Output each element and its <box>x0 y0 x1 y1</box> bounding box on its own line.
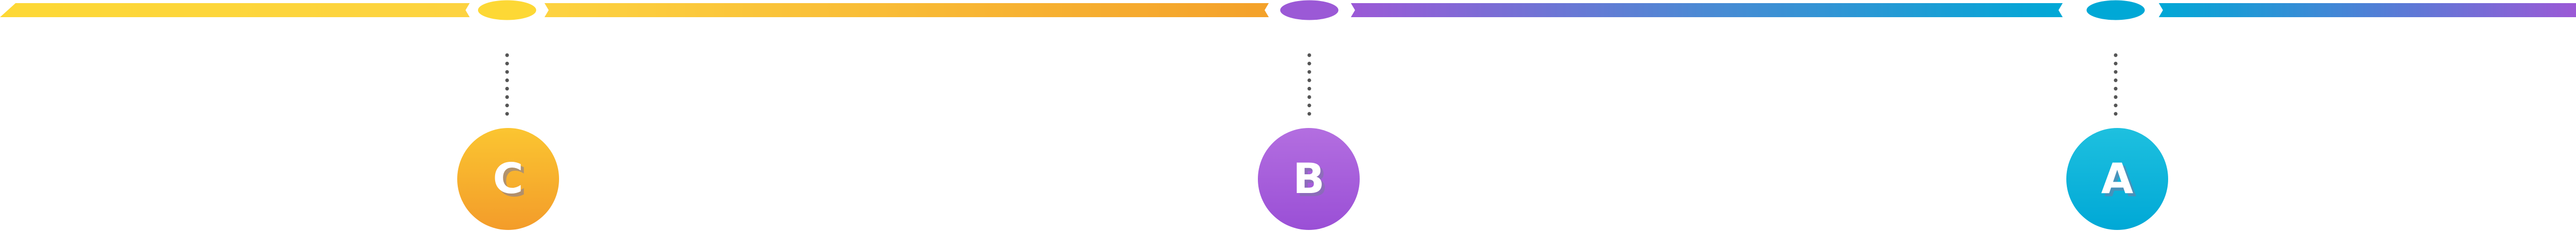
track-node-b <box>1280 0 1338 20</box>
track-segment-3 <box>1351 3 2063 17</box>
step-badge-c: C <box>457 128 559 230</box>
track-node-a <box>2087 0 2145 20</box>
step-badge-a: A <box>2066 128 2168 230</box>
track-segment-2 <box>545 3 1269 17</box>
step-letter-c: C <box>493 155 524 203</box>
track-node-c <box>478 0 536 20</box>
step-letter-b: B <box>1293 155 1325 203</box>
step-letter-a: A <box>2101 155 2133 203</box>
step-badge-b: B <box>1258 128 1360 230</box>
track-segment-1 <box>0 3 470 17</box>
track-segment-4 <box>2159 3 2576 17</box>
